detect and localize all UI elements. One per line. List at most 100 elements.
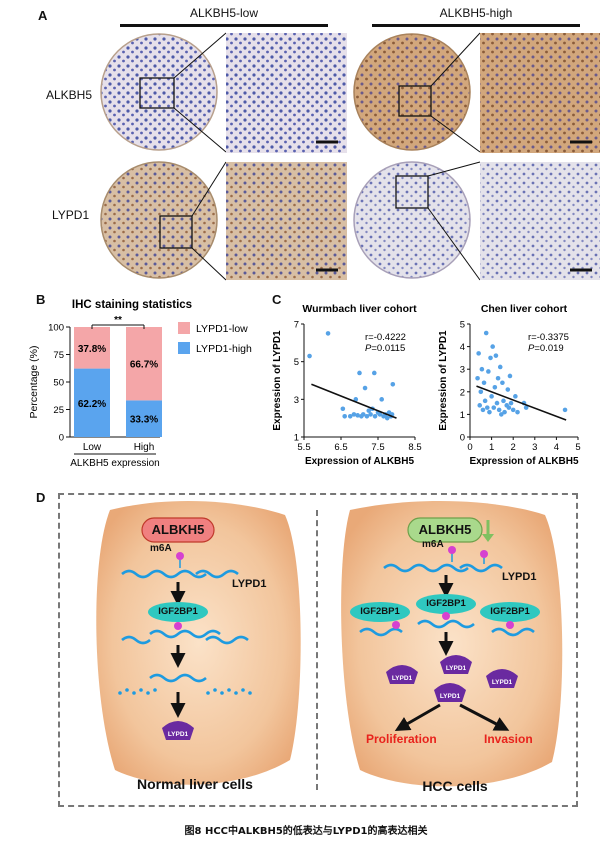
group-low-underline <box>120 24 328 27</box>
bar-chart-ihc: IHC staining statistics0255075100Percent… <box>28 299 252 469</box>
y-axis-label: Percentage (%) <box>28 346 40 419</box>
legend-entry: LYPD1-low <box>196 323 248 335</box>
scatter-point <box>499 412 504 417</box>
bar-segment <box>74 368 110 437</box>
zoom-alkbh5-high <box>480 33 600 153</box>
x-tick-label: 2 <box>511 442 516 453</box>
legend-swatch <box>178 322 190 334</box>
x-tick-label: 6.5 <box>334 442 347 453</box>
scatter-point <box>493 353 499 358</box>
zoom-alkbh5-low <box>226 33 347 153</box>
scatter-point <box>496 407 502 413</box>
scatter-point <box>486 369 491 374</box>
x-tick-label: High <box>134 442 155 453</box>
protein-label-left: LYPD1 <box>167 731 189 738</box>
zoom-lypd1-low <box>226 162 347 280</box>
protein-label-right-3: LYPD1 <box>491 679 513 686</box>
group-low-header: ALKBH5-low <box>189 6 259 20</box>
scatter-point <box>480 407 486 413</box>
tma-core-alkbh5-high <box>353 33 471 151</box>
outcome-proliferation: Proliferation <box>366 732 437 746</box>
row-label-lypd1: LYPD1 <box>52 208 90 222</box>
writer-node-left <box>141 517 215 543</box>
x-tick-label: Low <box>83 442 102 453</box>
scatter-point <box>483 330 489 336</box>
target-label-right: LYPD1 <box>502 571 537 583</box>
tma-core-lypd1-high <box>353 161 471 279</box>
scatter-point <box>494 400 500 406</box>
y-tick-label: 2 <box>460 387 465 398</box>
divider <box>316 510 318 790</box>
reader-label-right-center: IGF2BP1 <box>426 598 466 609</box>
scatter-point <box>342 413 347 419</box>
y-axis-label: Expression of LYPD1 <box>272 330 283 431</box>
scatter-point <box>490 344 495 349</box>
zoom-lypd1-high <box>480 162 600 280</box>
scatter-point <box>482 398 488 404</box>
scatter-point <box>497 364 503 370</box>
x-tick-label: 8.5 <box>408 442 421 453</box>
scatter-point <box>478 389 484 395</box>
x-tick-label: 0 <box>467 442 472 453</box>
outcome-invasion: Invasion <box>484 732 533 746</box>
writer-node-right <box>407 517 483 543</box>
scatter-point <box>372 413 378 419</box>
degraded-rna-left <box>118 688 252 695</box>
scatter-point <box>492 384 498 390</box>
scatter-point <box>360 412 366 417</box>
regression-line <box>476 385 567 421</box>
bar-segment <box>126 327 162 401</box>
reader-node-right-right <box>480 602 540 622</box>
significance-mark: ** <box>114 315 122 326</box>
scatter-point <box>523 405 529 410</box>
p-value: P=0.019 <box>528 343 564 354</box>
group-high-underline <box>372 24 580 27</box>
y-tick-label: 100 <box>48 323 64 334</box>
legend-entry: LYPD1-high <box>196 343 252 355</box>
scatter-point <box>357 370 362 376</box>
scatter-point <box>475 375 480 381</box>
x-tick-label: 5 <box>575 442 580 453</box>
x-tick-label: 3 <box>532 442 537 453</box>
scatter-point <box>500 380 505 386</box>
scatter-point <box>510 407 516 413</box>
data-label: 66.7% <box>130 360 158 371</box>
y-tick-label: 3 <box>460 365 465 376</box>
scatter-point <box>351 412 357 417</box>
panel-b-label: B <box>36 292 46 307</box>
y-tick-label: 0 <box>460 433 465 444</box>
protein-label-right-1: LYPD1 <box>391 675 413 682</box>
pathway-diagram-frame <box>58 493 578 807</box>
scatter-point <box>372 370 377 376</box>
writer-label-right: ALBKH5 <box>418 522 472 537</box>
m6a-label-right: m6A <box>422 539 444 550</box>
r-value: r=-0.3375 <box>528 332 569 343</box>
x-axis-label: Expression of ALKBH5 <box>469 456 579 467</box>
scatter-point <box>347 413 353 419</box>
protein-left <box>162 721 194 740</box>
reader-label-left: IGF2BP1 <box>158 606 198 617</box>
scatter-point <box>362 385 368 391</box>
scatter-point <box>379 397 384 402</box>
scatter-point <box>355 413 360 418</box>
x-tick-label: 7.5 <box>371 442 384 453</box>
scatter-point <box>502 409 507 415</box>
tma-core-lypd1-low <box>100 161 218 279</box>
scatter-point <box>495 375 501 381</box>
bar-segment <box>126 400 162 437</box>
protein-label-right-4: LYPD1 <box>439 693 461 700</box>
x-tick-label: 5.5 <box>297 442 310 453</box>
x-axis-label: ALKBH5 expression <box>70 458 160 469</box>
legend-swatch <box>178 342 190 354</box>
row-label-alkbh5: ALKBH5 <box>46 88 93 102</box>
reader-node-left <box>148 602 208 622</box>
y-tick-label: 1 <box>460 410 465 421</box>
x-axis-label: Expression of ALKBH5 <box>305 456 415 467</box>
x-tick-label: 4 <box>554 442 559 453</box>
panel-c-label: C <box>272 292 282 307</box>
regression-line <box>311 383 397 419</box>
y-tick-label: 25 <box>53 405 64 416</box>
